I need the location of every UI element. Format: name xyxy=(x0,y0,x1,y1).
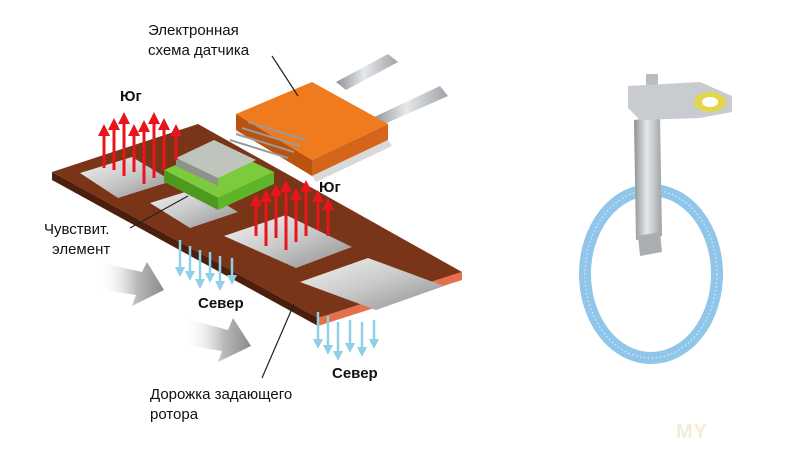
south-arrows-right xyxy=(250,180,334,250)
leader-electronics xyxy=(271,55,299,97)
lead-pin-upper xyxy=(336,54,398,90)
electronics-module xyxy=(236,54,448,182)
label-south-left: Юг xyxy=(120,88,142,105)
label-south-right: Юг xyxy=(319,179,341,196)
motion-arrow-2 xyxy=(184,318,251,362)
sensor-ring-illustration xyxy=(579,74,732,364)
label-sensing-line1: Чувствит. xyxy=(44,221,110,238)
label-north-right: Север xyxy=(332,365,378,382)
magnet-plate-4 xyxy=(300,258,444,310)
leader-sensing xyxy=(129,195,189,229)
sensing-element xyxy=(164,140,274,210)
north-arrows-left xyxy=(175,240,237,291)
sensor-body xyxy=(634,116,662,240)
label-electronics-line2: схема датчика xyxy=(148,42,250,59)
label-electronics-line1: Электронная xyxy=(148,22,239,39)
label-track-line1: Дорожка задающего xyxy=(150,386,293,403)
motion-arrows xyxy=(98,262,251,362)
leader-lines xyxy=(129,55,299,379)
watermark: MY xyxy=(676,421,708,443)
motion-arrow-1 xyxy=(98,262,164,306)
south-arrows-left xyxy=(98,112,182,184)
leader-track xyxy=(261,303,295,379)
lead-pin-lower xyxy=(372,86,448,126)
north-arrows-right xyxy=(313,312,379,361)
label-track-line2: ротора xyxy=(150,406,199,423)
sensor-pins xyxy=(229,121,307,159)
magnet-plate-2 xyxy=(150,188,238,228)
label-north-left: Север xyxy=(198,295,244,312)
label-sensing-line2: элемент xyxy=(52,241,111,258)
